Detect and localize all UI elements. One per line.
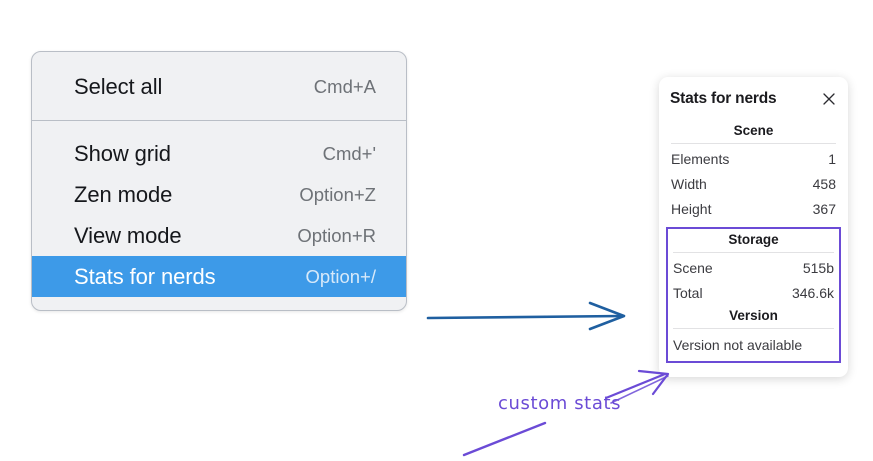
stat-label: Scene [673,259,713,276]
menu-item-view-mode[interactable]: View mode Option+R [32,215,406,256]
stat-label: Height [671,200,712,217]
panel-header: Stats for nerds [670,90,837,108]
purple-underline-stroke [462,421,547,457]
menu-group-secondary: Show grid Cmd+' Zen mode Option+Z View m… [32,121,406,297]
stat-label: Width [671,175,707,192]
stat-row: Width 458 [670,172,837,197]
close-icon[interactable] [821,91,837,107]
menu-item-zen-mode[interactable]: Zen mode Option+Z [32,174,406,215]
menu-item-label: Stats for nerds [74,263,216,289]
context-menu[interactable]: Select all Cmd+A Show grid Cmd+' Zen mod… [31,51,407,311]
stat-row: Total 346.6k [672,281,835,306]
stat-value: 515b [802,259,834,276]
version-section: Version Version not available [672,305,835,357]
stat-value: 458 [812,175,836,192]
menu-item-label: Select all [74,73,163,99]
custom-stats-highlight-box: Storage Scene 515b Total 346.6k Version … [666,226,841,364]
menu-item-shortcut: Option+Z [299,183,376,205]
menu-item-select-all[interactable]: Select all Cmd+A [32,66,406,107]
version-text: Version not available [673,337,803,354]
menu-item-label: Zen mode [74,181,173,207]
stat-value: 346.6k [791,284,834,301]
storage-divider [673,251,834,253]
menu-item-stats-for-nerds[interactable]: Stats for nerds Option+/ [32,256,406,297]
menu-item-label: Show grid [74,140,171,166]
stat-row: Scene 515b [672,256,835,281]
menu-item-shortcut: Option+/ [305,265,376,287]
menu-group-primary: Select all Cmd+A [32,52,406,121]
stat-label: Elements [671,151,730,167]
version-divider [673,328,834,330]
version-heading: Version [729,308,778,324]
scene-section: Scene Elements 1 Width 458 Height 367 [670,120,837,222]
menu-item-shortcut: Cmd+' [322,142,376,164]
menu-item-show-grid[interactable]: Show grid Cmd+' [32,133,406,174]
stat-value: 367 [812,200,836,217]
stats-for-nerds-panel: Stats for nerds Scene Elements 1 Width 4… [659,77,848,378]
stat-row: Elements 1 [670,147,837,172]
storage-heading: Storage [728,231,779,247]
storage-section: Storage Scene 515b Total 346.6k [672,229,835,306]
panel-title: Stats for nerds [670,90,777,107]
scene-heading: Scene [733,123,774,138]
stat-row: Height 367 [670,197,837,222]
menu-item-label: View mode [74,222,182,248]
custom-stats-annotation-label: custom stats [498,393,622,414]
blue-arrow [426,301,626,331]
menu-item-shortcut: Cmd+A [313,75,376,97]
stat-label: Total [673,284,703,301]
scene-divider [671,143,836,144]
stat-value: 1 [828,151,836,167]
menu-item-shortcut: Option+R [297,224,376,246]
